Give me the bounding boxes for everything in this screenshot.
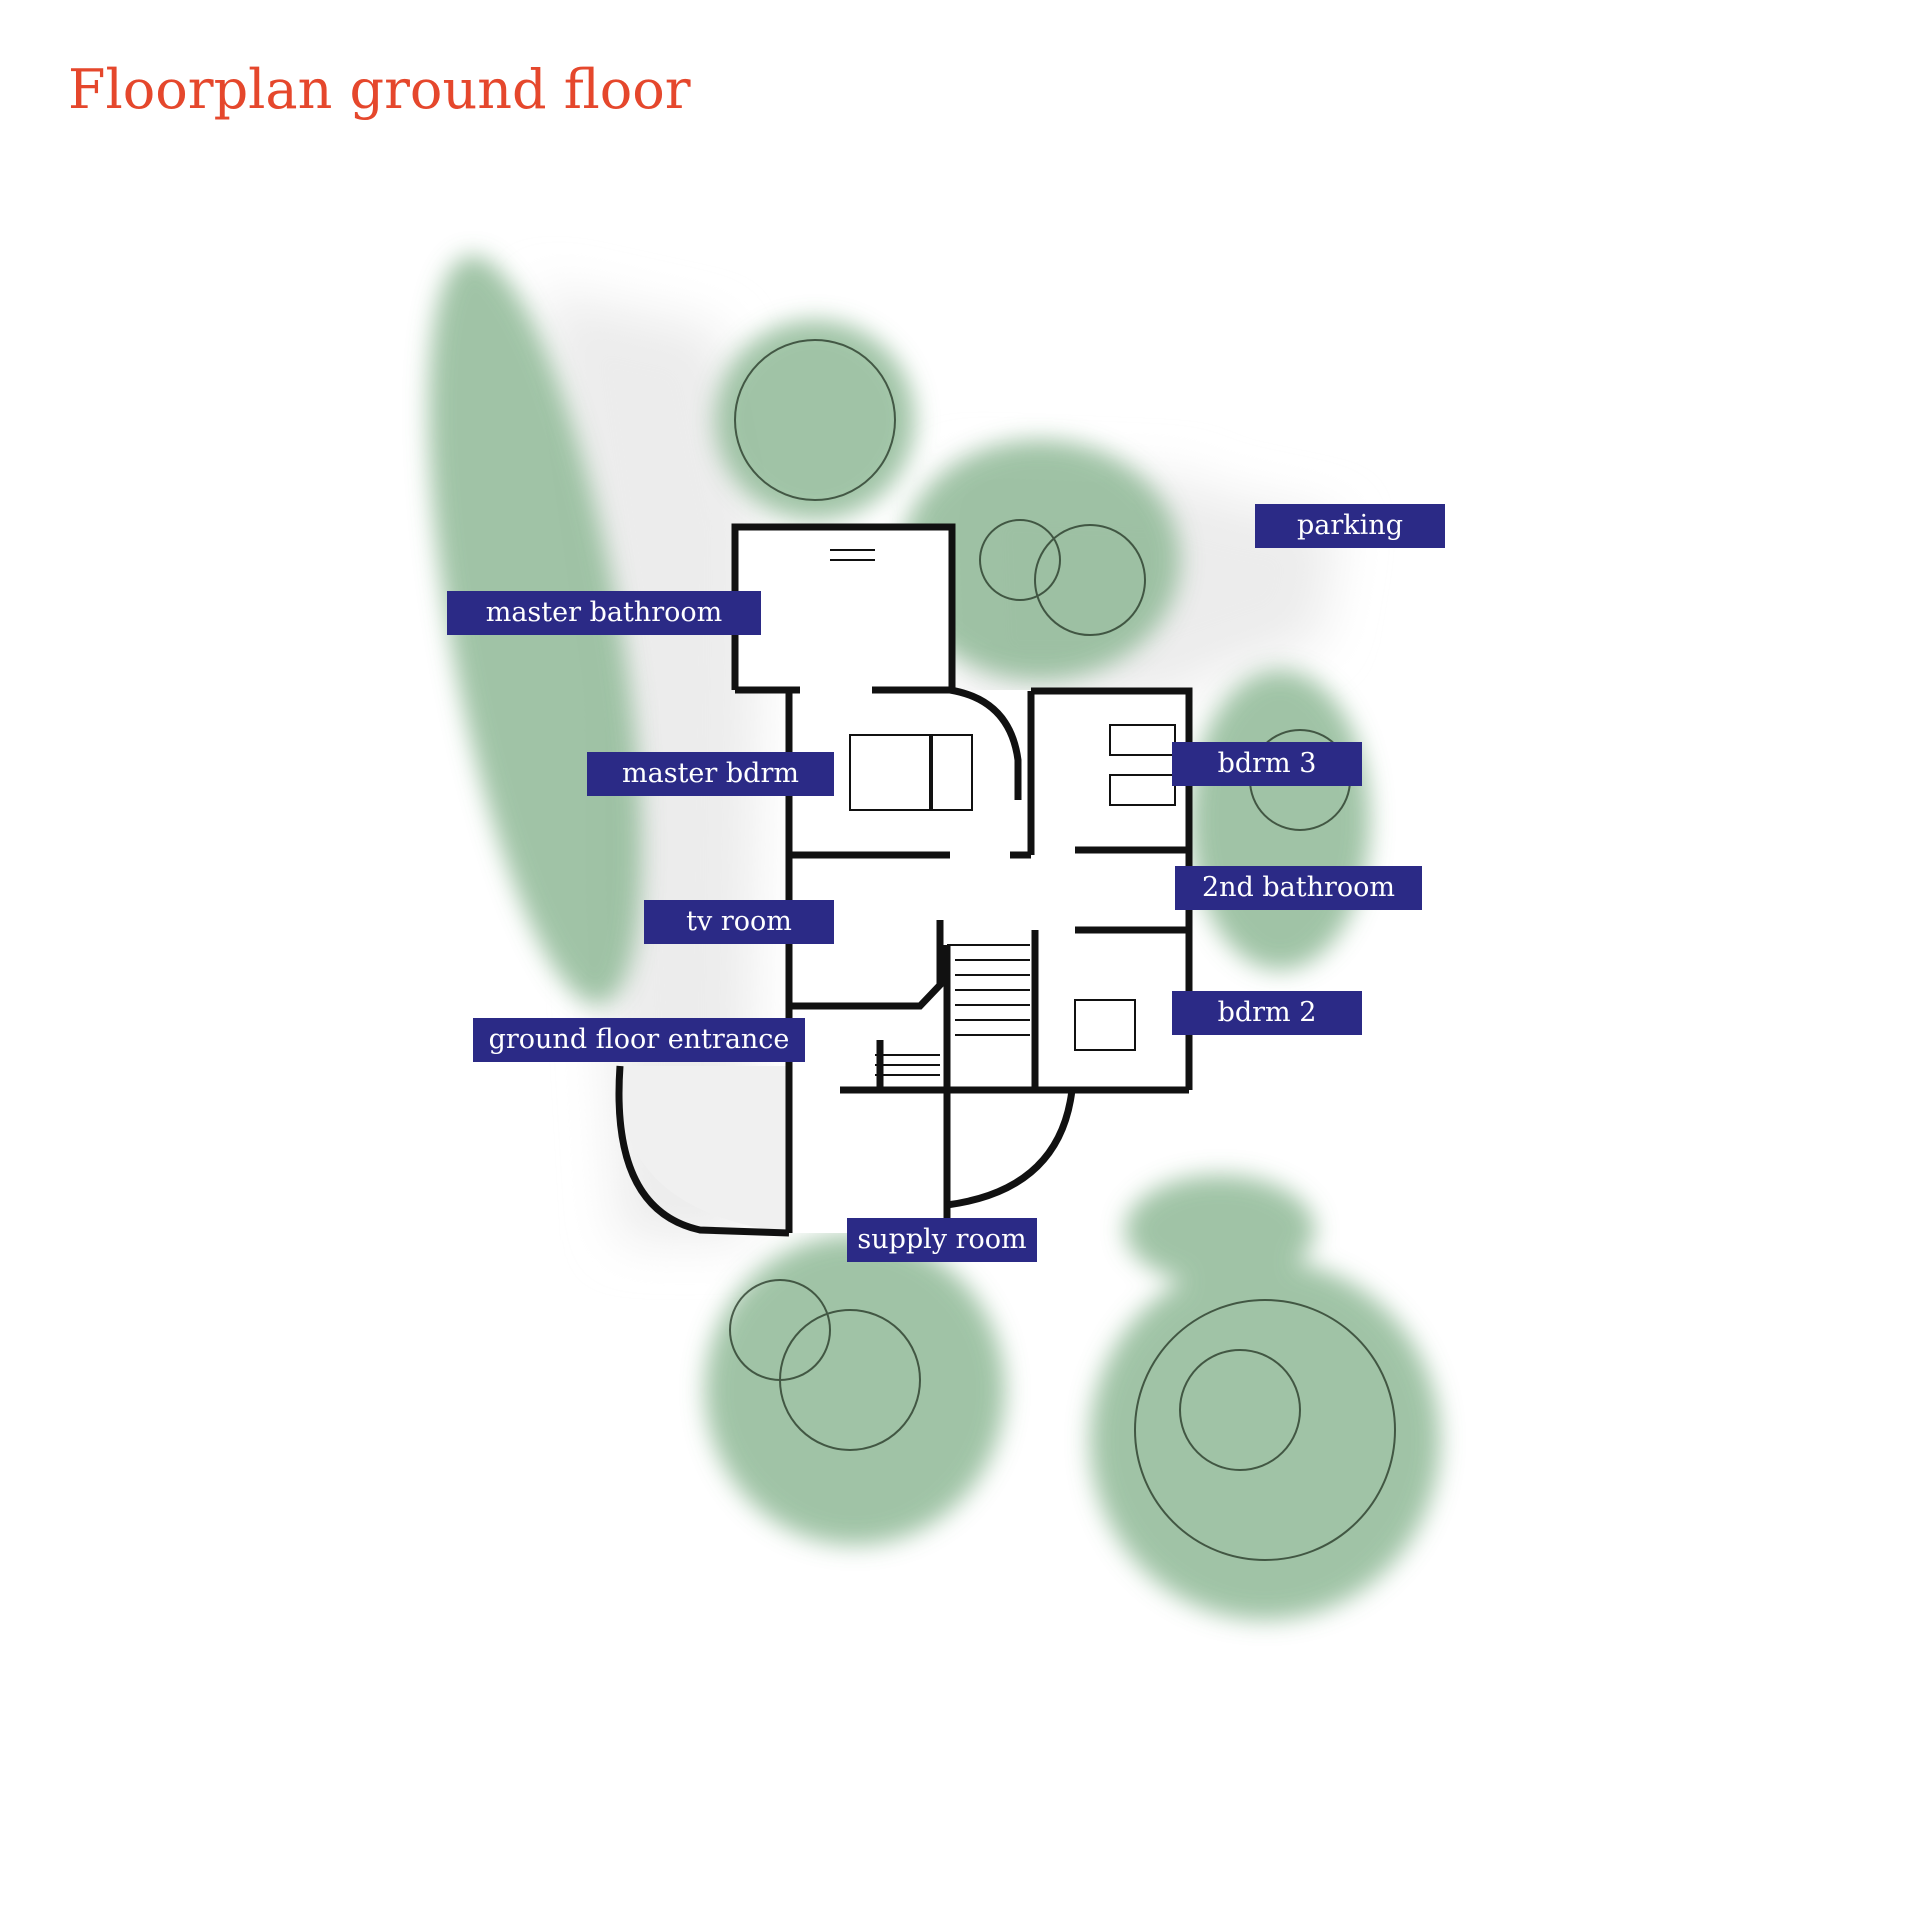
tree-large <box>1090 1260 1440 1620</box>
tree-small-cluster <box>1125 1175 1315 1285</box>
tree-bottom <box>705 1235 1005 1545</box>
label-bdrm-2: bdrm 2 <box>1172 991 1362 1035</box>
label-tv-room: tv room <box>644 900 834 944</box>
label-parking: parking <box>1255 504 1445 548</box>
label-2nd-bathroom: 2nd bathroom <box>1175 866 1422 910</box>
tree-cluster-top-right <box>900 440 1180 680</box>
furniture <box>830 549 1176 1076</box>
tree-top <box>715 320 915 520</box>
label-ground-floor-entrance: ground floor entrance <box>473 1018 805 1062</box>
label-supply-room: supply room <box>847 1218 1037 1262</box>
label-master-bathroom: master bathroom <box>447 591 761 635</box>
label-master-bdrm: master bdrm <box>587 752 834 796</box>
page-title: Floorplan ground floor <box>68 58 691 121</box>
label-bdrm-3: bdrm 3 <box>1172 742 1362 786</box>
tree-right <box>1190 670 1370 970</box>
